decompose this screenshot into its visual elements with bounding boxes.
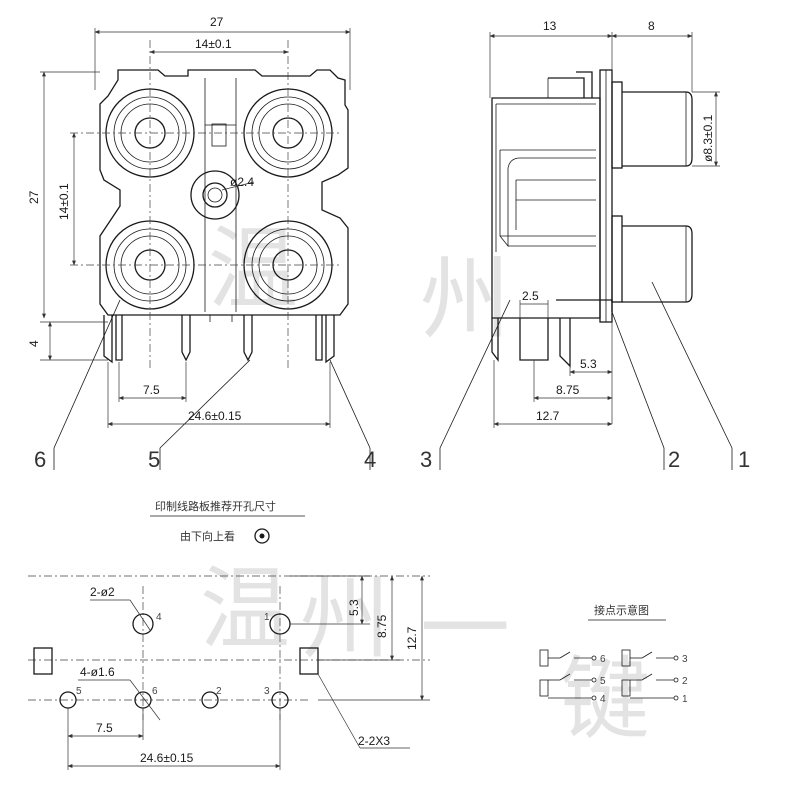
dim-v3-label: 12.7 <box>405 626 419 650</box>
dim-v1-label: 5.3 <box>347 599 361 616</box>
callout-1: 1 <box>738 447 750 472</box>
dim-jack-length-label: 8 <box>648 19 655 33</box>
dim-offset-b-label: 5.3 <box>580 357 597 371</box>
front-body-outline <box>99 69 349 316</box>
hole-label-2: 2 <box>216 686 222 697</box>
dim-pitch-label: 7.5 <box>96 721 113 735</box>
callout-2: 2 <box>668 447 680 472</box>
dim-v2-label: 8.75 <box>375 614 389 638</box>
contact-pin-2: 2 <box>682 676 688 687</box>
dim-offset-d-label: 12.7 <box>536 409 560 423</box>
watermark-char-4: 州 <box>300 567 390 672</box>
contact-pin-4: 4 <box>600 694 606 705</box>
dim-spacing-v-label: 14±0.1 <box>57 183 71 220</box>
callout-5: 5 <box>148 447 160 472</box>
callout-3: 3 <box>420 447 432 472</box>
hole-label-4: 4 <box>156 612 162 623</box>
side-callouts: 3 2 1 <box>420 281 750 472</box>
watermark-char-2: 州 <box>420 247 510 352</box>
dim-spacing-h-label: 14±0.1 <box>195 37 232 51</box>
dim-hole-a-label: 2-ø2 <box>90 585 115 599</box>
contact-title: 接点示意图 <box>594 603 649 617</box>
dim-offset-a-label: 2.5 <box>522 289 539 303</box>
watermark-char-5: 一 <box>420 577 510 682</box>
hole-label-5: 5 <box>76 686 82 697</box>
dim-pin-length-label: 4 <box>27 340 41 347</box>
pcb-subtitle: 由下向上看 <box>180 529 235 543</box>
contact-diagram: 接点示意图 6 5 4 3 2 1 <box>539 603 688 705</box>
pcb-layout: 印制线路板推荐开孔尺寸 由下向上看 4 1 5 6 2 3 2-ø2 4-ø1. <box>28 499 430 770</box>
dim-slot-label: 2-2X3 <box>358 734 390 748</box>
callout-4: 4 <box>364 447 376 472</box>
pcb-title: 印制线路板推荐开孔尺寸 <box>155 499 276 513</box>
watermark: 温 州 温 州 一 键 <box>200 217 650 752</box>
dim-pin-pitch-label: 7.5 <box>143 383 160 397</box>
contact-pin-1: 1 <box>682 694 688 705</box>
contact-pin-6: 6 <box>600 654 606 665</box>
hole-label-1: 1 <box>264 612 270 623</box>
side-view: 13 8 ø8.3±0.1 2.5 5.3 8.75 12.7 <box>489 19 720 428</box>
dim-width-label: 27 <box>210 15 224 29</box>
watermark-char-3: 温 <box>200 557 290 662</box>
dim-hole-b-label: 4-ø1.6 <box>80 665 115 679</box>
watermark-char-1: 温 <box>208 217 298 322</box>
dim-jack-diameter-label: ø8.3±0.1 <box>701 114 715 162</box>
dim-height-label: 27 <box>27 190 41 204</box>
front-view: 27 14±0.1 27 14±0.1 ø2.4 4 7.5 24.6±0.15 <box>27 15 351 428</box>
dim-pin-span-label: 24.6±0.15 <box>188 409 242 423</box>
dim-offset-c-label: 8.75 <box>556 383 580 397</box>
dim-body-depth-label: 13 <box>543 19 557 33</box>
watermark-char-6: 键 <box>560 647 650 752</box>
hole-label-6: 6 <box>152 686 158 697</box>
callout-6: 6 <box>34 447 46 472</box>
contact-pin-3: 3 <box>682 654 688 665</box>
hole-label-3: 3 <box>264 686 270 697</box>
dim-span-label: 24.6±0.15 <box>140 751 194 765</box>
contact-pin-5: 5 <box>600 676 606 687</box>
view-direction-icon <box>254 528 270 544</box>
dim-center-hole-label: ø2.4 <box>230 175 254 189</box>
front-callouts: 6 5 4 <box>34 299 376 472</box>
